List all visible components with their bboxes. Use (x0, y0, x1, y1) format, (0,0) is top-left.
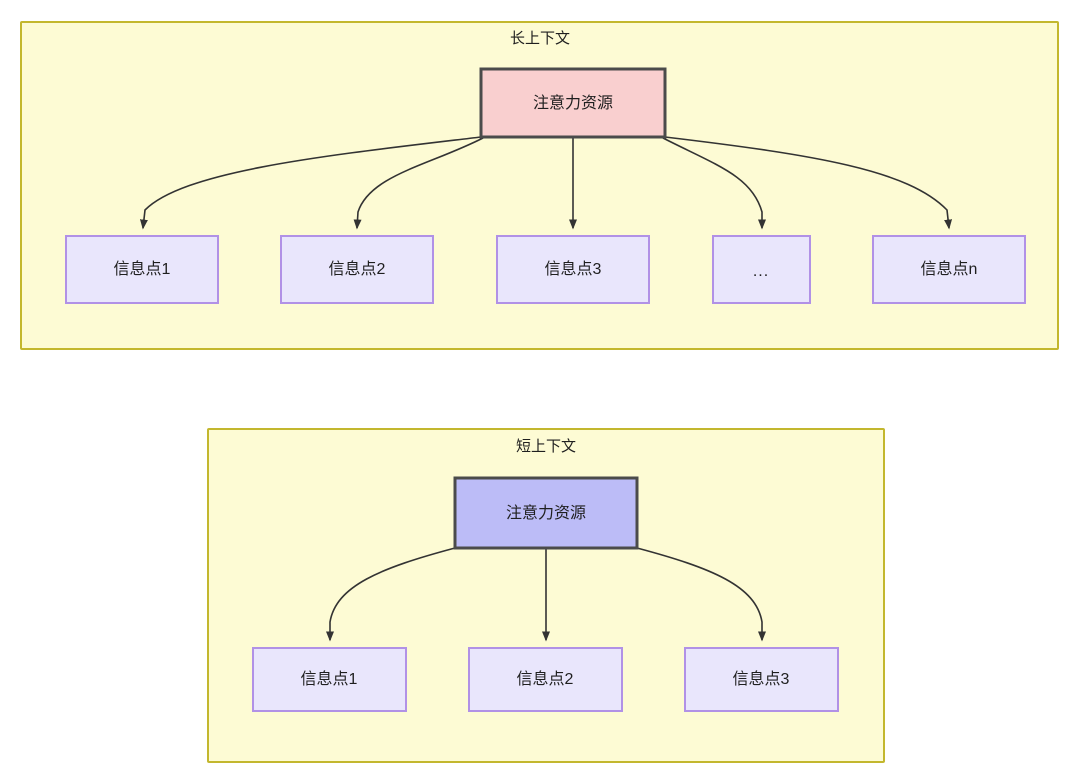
node-info3-short[interactable]: 信息点3 (684, 647, 839, 712)
node-rect-ellipsis-long[interactable] (712, 235, 811, 304)
edge-root-to-info2 (353, 137, 484, 230)
node-rect-info1-long[interactable] (65, 235, 219, 304)
node-label-info1-short: 信息点1 (301, 670, 358, 688)
edge-root-to-info3-short (636, 547, 766, 642)
node-rect-info2-short[interactable] (468, 647, 623, 712)
node-rect-info2-long[interactable] (280, 235, 434, 304)
group-short-context: 短上下文 注意力资源 信息点1 信息点2 (207, 428, 885, 763)
node-info1-short[interactable]: 信息点1 (252, 647, 407, 712)
node-info2-short[interactable]: 信息点2 (468, 647, 623, 712)
node-label-infon-long: 信息点n (921, 260, 978, 278)
node-rect-infon-long[interactable] (872, 235, 1026, 304)
node-label-info2-long: 信息点2 (329, 260, 386, 278)
node-label-ellipsis-long: ... (753, 263, 769, 280)
group-title-short-context: 短上下文 (516, 438, 576, 455)
edges-short-context (326, 547, 766, 642)
node-label-info2-short: 信息点2 (517, 670, 574, 688)
node-root-long-context[interactable]: 注意力资源 (479, 67, 667, 139)
node-infon-long[interactable]: 信息点n (872, 235, 1026, 304)
node-rect-info3-short[interactable] (684, 647, 839, 712)
node-info1-long[interactable]: 信息点1 (65, 235, 219, 304)
edge-root-to-infon (664, 136, 953, 230)
node-rect-info3-long[interactable] (496, 235, 650, 304)
edges-long-context (139, 136, 953, 230)
node-ellipsis-long[interactable]: ... (712, 235, 811, 304)
node-label-attention-resource-long: 注意力资源 (533, 93, 613, 112)
edge-root-to-info1-short (326, 547, 456, 642)
node-info2-long[interactable]: 信息点2 (280, 235, 434, 304)
edge-root-to-ellipsis (662, 137, 766, 230)
group-long-context: 长上下文 注意力资源 信息点1 信息点2 (20, 21, 1059, 350)
node-label-info3-short: 信息点3 (733, 670, 790, 688)
node-rect-attention-resource-long[interactable] (479, 67, 667, 139)
node-info3-long[interactable]: 信息点3 (496, 235, 650, 304)
edge-root-to-info1 (139, 136, 482, 230)
node-label-attention-resource-short: 注意力资源 (506, 503, 586, 522)
group-title-long-context: 长上下文 (510, 30, 570, 47)
node-rect-attention-resource-short[interactable] (453, 476, 639, 550)
node-label-info1-long: 信息点1 (114, 260, 171, 278)
node-label-info3-long: 信息点3 (545, 260, 602, 278)
node-rect-info1-short[interactable] (252, 647, 407, 712)
node-root-short-context[interactable]: 注意力资源 (453, 476, 639, 550)
